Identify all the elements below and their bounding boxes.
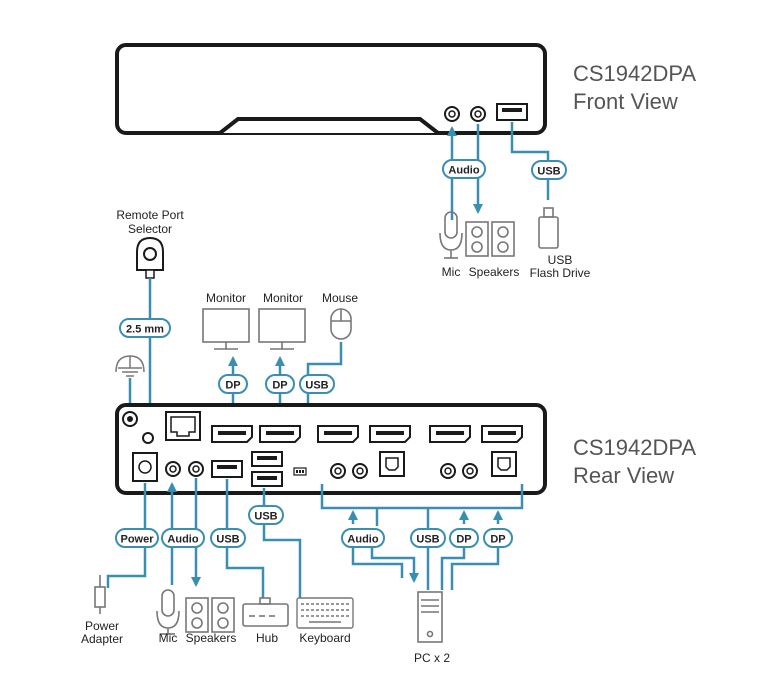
svg-text:USB: USB	[216, 534, 239, 546]
svg-text:Audio: Audio	[448, 165, 479, 177]
pc2-speaker-jack	[462, 463, 478, 479]
pc-dp-label-2: DP	[483, 528, 513, 548]
svg-text:DP: DP	[456, 534, 471, 546]
front-model-title: CS1942DPA	[573, 61, 697, 86]
svg-text:Power: Power	[120, 534, 154, 546]
remote-selector-label-1: Remote Port	[116, 208, 184, 222]
pc-lines	[320, 484, 524, 590]
console-dp-port-2	[259, 425, 301, 443]
console-usb-keyboard-port	[251, 471, 283, 487]
monitor-icon-1	[202, 308, 250, 350]
keyboard-icon	[296, 597, 354, 629]
rear-speakers-icon	[185, 597, 235, 633]
rear-speakers-label: Speakers	[186, 631, 237, 645]
pc1-usb-b-port	[379, 451, 405, 477]
front-usb-port	[496, 103, 528, 121]
pc-tower-icon	[417, 591, 443, 643]
rear-audio-label: Audio	[161, 528, 205, 548]
rear-usb-keyboard-label: USB	[248, 505, 284, 525]
pc1-dp-port-2	[369, 425, 411, 443]
svg-text:DP: DP	[225, 380, 240, 392]
front-mic-jack	[444, 106, 460, 122]
svg-text:2.5 mm: 2.5 mm	[126, 324, 164, 336]
svg-text:USB: USB	[254, 511, 277, 523]
hub-icon	[242, 597, 289, 627]
front-audio-label: Audio	[442, 159, 486, 179]
top-dp-label-1: DP	[218, 374, 248, 394]
power-adapter-icon	[94, 575, 106, 614]
rear-mic-jack	[165, 461, 181, 477]
svg-text:DP: DP	[272, 380, 287, 392]
rear-speaker-jack	[188, 461, 204, 477]
remote-selector-label-2: Selector	[128, 222, 172, 236]
remote-port-jack	[142, 432, 154, 444]
power-adapter-label-1: Power	[85, 619, 119, 633]
rear-usb-hub-port	[211, 460, 243, 478]
ground-screw	[122, 411, 138, 427]
dip-switch	[293, 467, 307, 476]
monitor-label-2: Monitor	[263, 291, 303, 305]
rear-unit	[115, 403, 547, 495]
usb-flash-drive-icon	[538, 207, 559, 249]
speakers-label: Speakers	[469, 265, 520, 279]
pc1-mic-jack	[330, 463, 346, 479]
mic-label: Mic	[442, 265, 461, 279]
monitor-icon-2	[258, 308, 306, 350]
pc-usb-label: USB	[410, 528, 446, 548]
svg-text:DP: DP	[490, 534, 505, 546]
svg-text:Audio: Audio	[347, 534, 378, 546]
front-view-title: Front View	[573, 89, 678, 114]
pc2-dp-port-2	[481, 425, 523, 443]
svg-text:Audio: Audio	[167, 534, 198, 546]
hub-label: Hub	[256, 631, 278, 645]
top-usb-label: USB	[299, 374, 335, 394]
lan-port	[165, 411, 201, 441]
pc-dp-label-1: DP	[449, 528, 479, 548]
pc2-mic-jack	[440, 463, 456, 479]
console-usb-mouse-port	[251, 451, 283, 467]
mouse-icon	[330, 308, 352, 340]
pc1-speaker-jack	[352, 463, 368, 479]
front-speaker-jack	[470, 106, 486, 122]
pc2-dp-port-1	[429, 425, 471, 443]
ground-icon	[115, 355, 145, 377]
cable-2-5mm-label: 2.5 mm	[119, 318, 171, 338]
pc2-usb-b-port	[491, 451, 517, 477]
front-unit	[115, 43, 547, 135]
pc1-dp-port-1	[317, 425, 359, 443]
pc-label: PC x 2	[414, 651, 450, 665]
rear-usb-hub-label: USB	[210, 528, 246, 548]
power-adapter-label-2: Adapter	[81, 632, 123, 646]
mic-icon	[439, 211, 463, 259]
keyboard-label: Keyboard	[299, 631, 350, 645]
rear-mic-icon	[156, 589, 180, 635]
svg-text:USB: USB	[537, 166, 560, 178]
remote-port-selector-icon	[136, 236, 164, 279]
rear-model-title: CS1942DPA	[573, 435, 697, 460]
svg-text:USB: USB	[416, 534, 439, 546]
mouse-label: Mouse	[322, 291, 358, 305]
rear-view-title: Rear View	[573, 463, 675, 488]
front-usb-label: USB	[531, 160, 567, 180]
pc-audio-label: Audio	[341, 528, 385, 548]
top-dp-label-2: DP	[265, 374, 295, 394]
power-jack	[132, 452, 158, 482]
power-label: Power	[115, 528, 159, 548]
console-dp-port-1	[211, 425, 253, 443]
speakers-icon	[465, 221, 515, 257]
usb-flash-label-2: Flash Drive	[530, 266, 591, 280]
rear-mic-label: Mic	[159, 631, 178, 645]
monitor-label-1: Monitor	[206, 291, 246, 305]
svg-text:USB: USB	[305, 380, 328, 392]
usb-flash-label-1: USB	[548, 253, 573, 267]
